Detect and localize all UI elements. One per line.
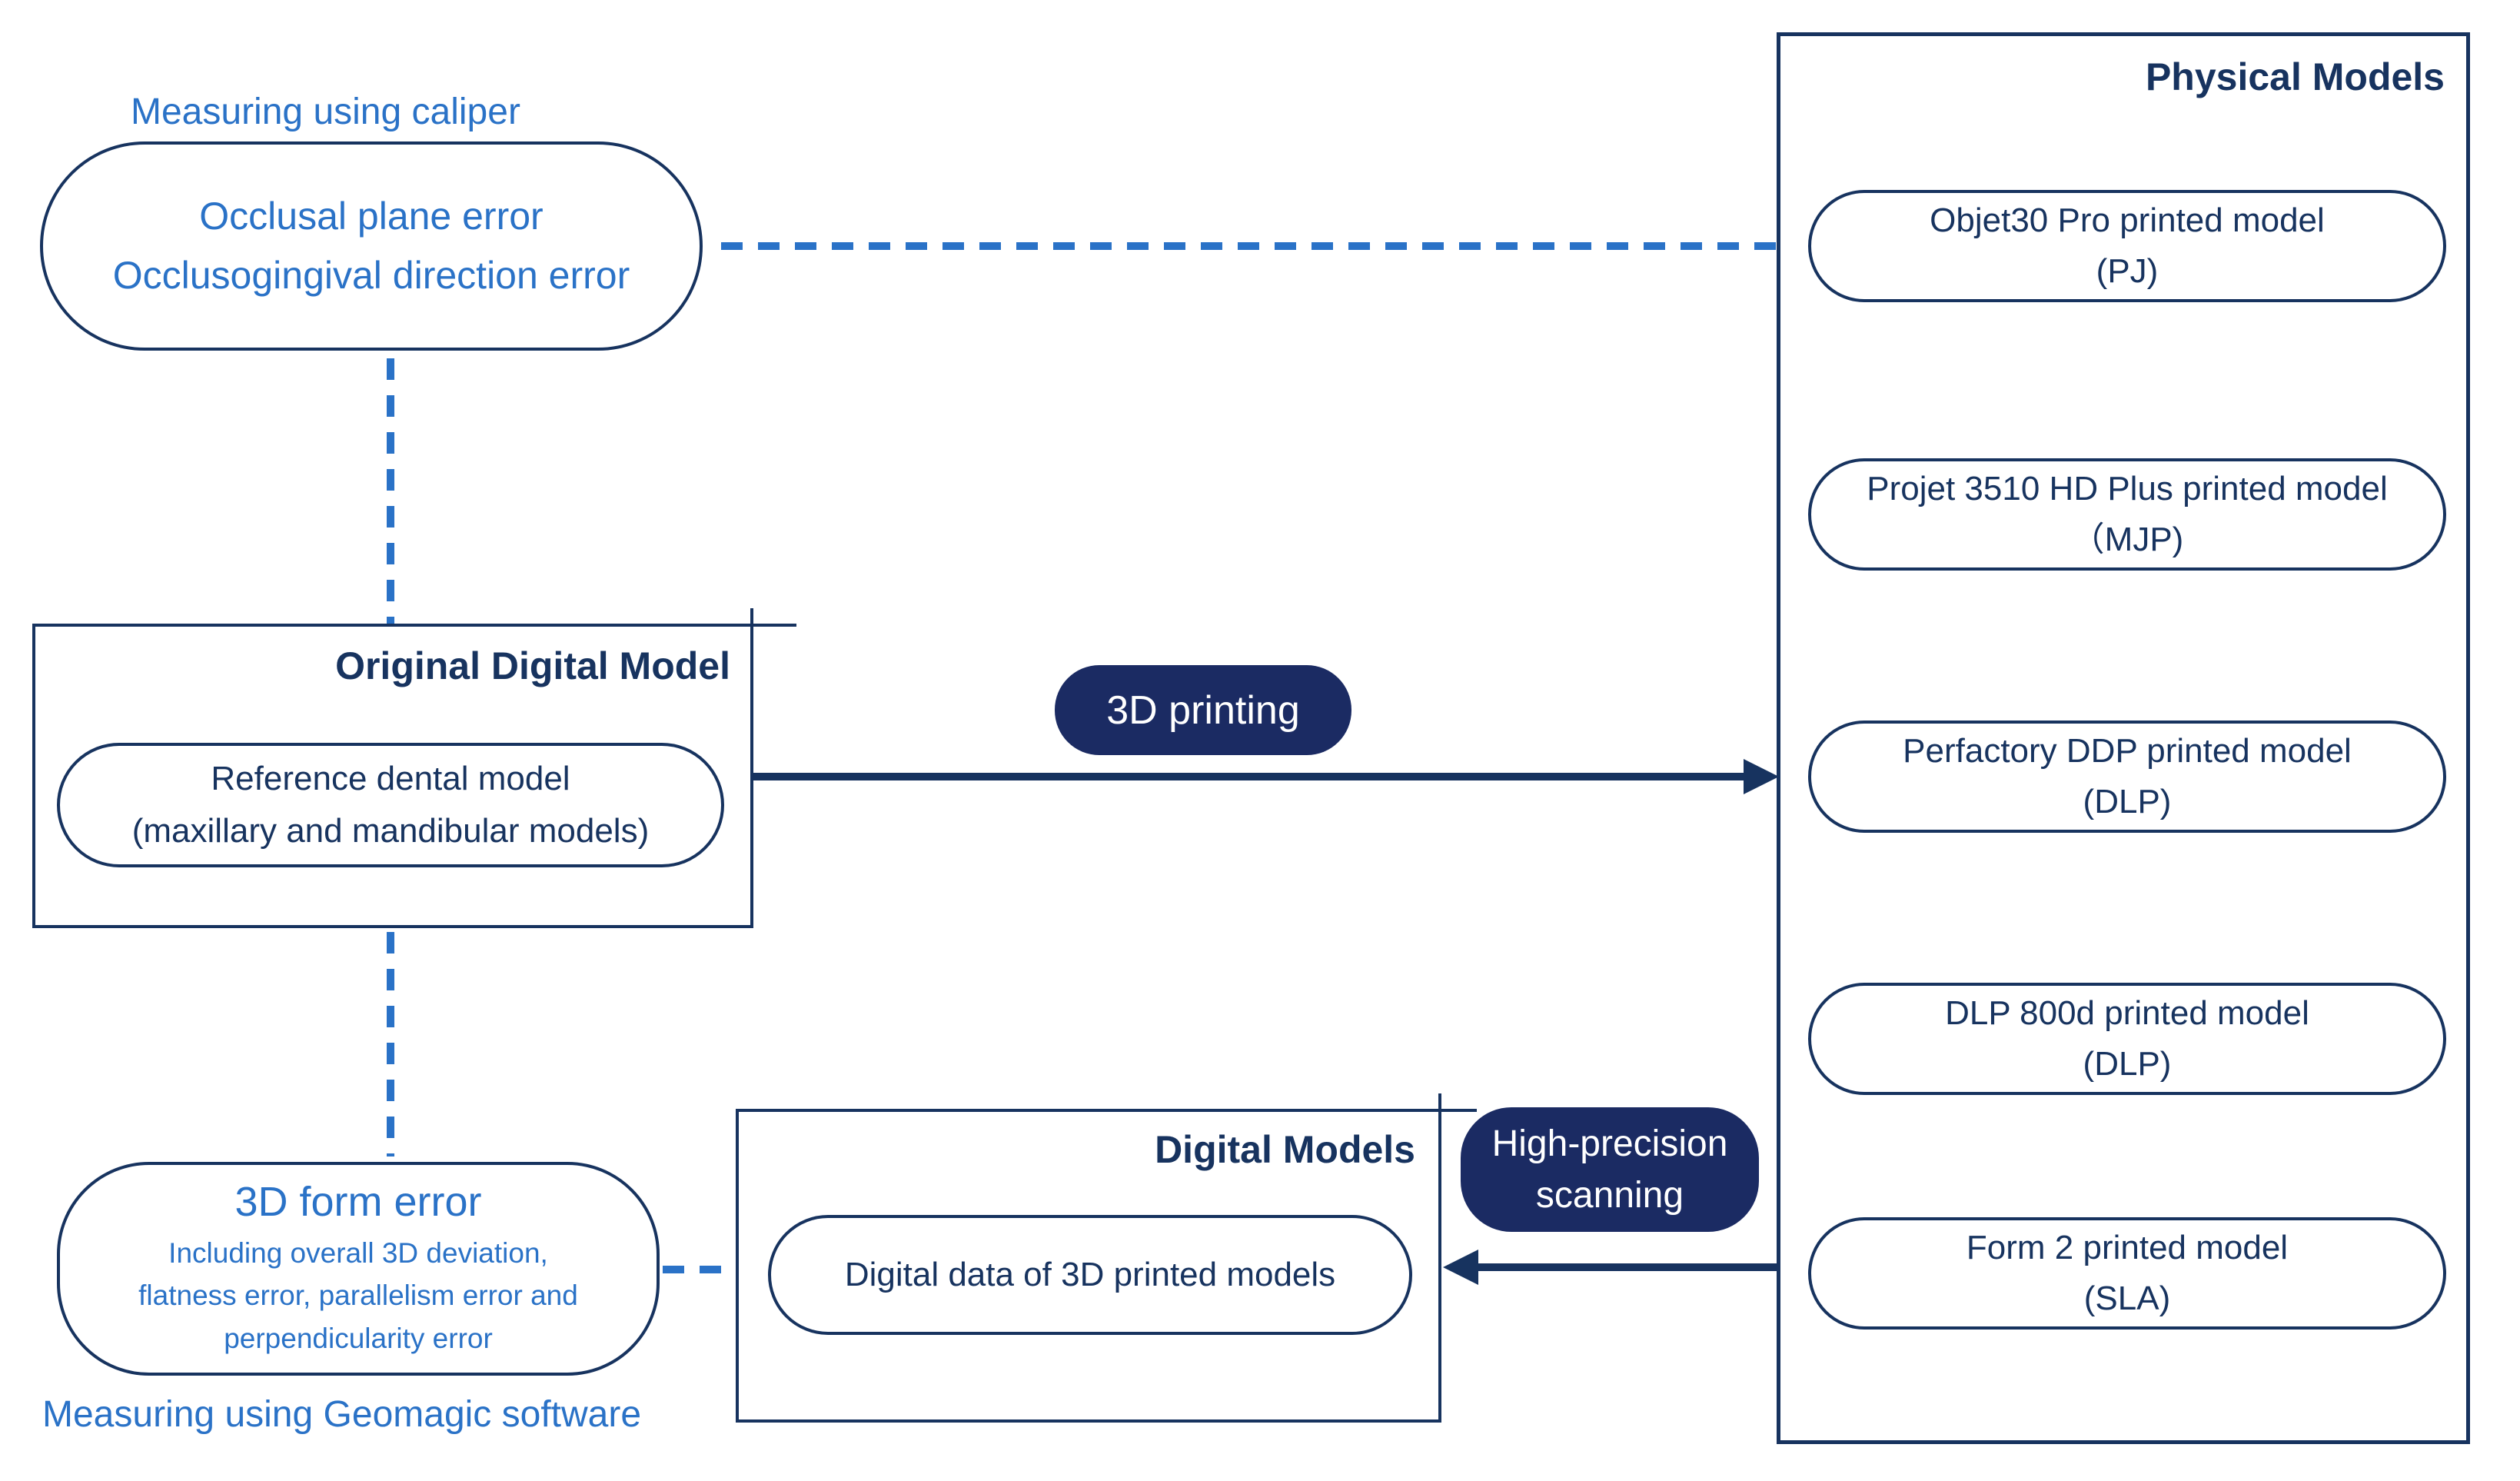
physical-model-4-line2: (DLP): [2083, 1045, 2172, 1083]
printing-arrow-line: [753, 773, 1745, 780]
dashed-connector-original-to-form-error: [387, 932, 394, 1157]
scanning-pill-line2: scanning: [1535, 1175, 1684, 1216]
physical-model-5-line1: Form 2 printed model: [1966, 1229, 2289, 1266]
occlusal-error-line2: Occlusogingival direction error: [112, 254, 630, 297]
reference-dental-model-node: Reference dental model (maxillary and ma…: [57, 743, 724, 867]
scanning-arrow-head-icon: [1443, 1250, 1478, 1285]
form-error-detail-line3: perpendicularity error: [224, 1322, 493, 1354]
form-error-title: 3D form error: [234, 1178, 482, 1225]
printing-pill-label: 3D printing: [1106, 687, 1300, 733]
geomagic-method-label: Measuring using Geomagic software: [42, 1394, 642, 1435]
form-error-detail-line1: Including overall 3D deviation,: [168, 1236, 548, 1269]
digital-models-title: Digital Models: [1155, 1128, 1415, 1171]
digital-box-border-overshoot-vertical: [1438, 1093, 1441, 1109]
physical-model-5-line2: (SLA): [2083, 1280, 2171, 1317]
scanning-arrow-line: [1474, 1263, 1778, 1271]
original-box-border-overshoot-vertical: [750, 608, 753, 624]
printing-arrow-head-icon: [1744, 759, 1779, 794]
scanning-process-pill: High-precision scanning: [1461, 1107, 1759, 1232]
digital-data-label: Digital data of 3D printed models: [844, 1256, 1336, 1293]
physical-model-2-line2: （MJP): [2070, 521, 2184, 558]
caliper-method-label: Measuring using caliper: [131, 92, 520, 132]
occlusal-error-line1: Occlusal plane error: [199, 194, 544, 238]
printing-process-pill: 3D printing: [1055, 665, 1351, 755]
physical-model-3-line2: (DLP): [2083, 783, 2172, 820]
digital-box-border-overshoot-horizontal: [1441, 1109, 1477, 1112]
physical-model-node-projet3510: Projet 3510 HD Plus printed model （MJP): [1808, 458, 2446, 571]
reference-model-line1: Reference dental model: [211, 759, 570, 797]
physical-model-4-line1: DLP 800d printed model: [1945, 994, 2309, 1032]
original-digital-model-title: Original Digital Model: [335, 644, 730, 687]
original-box-border-overshoot-horizontal: [753, 624, 796, 627]
physical-model-node-form2: Form 2 printed model (SLA): [1808, 1217, 2446, 1330]
form-error-detail: Including overall 3D deviation, flatness…: [138, 1232, 578, 1360]
physical-model-node-perfactory: Perfactory DDP printed model (DLP): [1808, 721, 2446, 833]
form-error-node: 3D form error Including overall 3D devia…: [57, 1162, 660, 1376]
dashed-connector-form-error-to-digital: [663, 1266, 736, 1273]
dashed-connector-occlusal-to-original: [387, 358, 394, 624]
physical-model-node-dlp800d: DLP 800d printed model (DLP): [1808, 983, 2446, 1095]
dashed-connector-occlusal-to-physical: [721, 242, 1777, 250]
digital-data-node: Digital data of 3D printed models: [768, 1215, 1412, 1335]
occlusal-error-node: Occlusal plane error Occlusogingival dir…: [40, 141, 703, 351]
physical-model-1-line1: Objet30 Pro printed model: [1930, 201, 2325, 239]
physical-model-3-line1: Perfactory DDP printed model: [1903, 732, 2352, 770]
physical-model-2-line1: Projet 3510 HD Plus printed model: [1867, 470, 2388, 508]
physical-model-node-objet30: Objet30 Pro printed model (PJ): [1808, 190, 2446, 302]
form-error-detail-line2: flatness error, parallelism error and: [138, 1280, 578, 1312]
scanning-pill-line1: High-precision: [1491, 1123, 1728, 1164]
reference-model-line2: (maxillary and mandibular models): [131, 812, 650, 850]
physical-model-1-line2: (PJ): [2096, 252, 2159, 290]
physical-models-title: Physical Models: [2145, 55, 2445, 98]
